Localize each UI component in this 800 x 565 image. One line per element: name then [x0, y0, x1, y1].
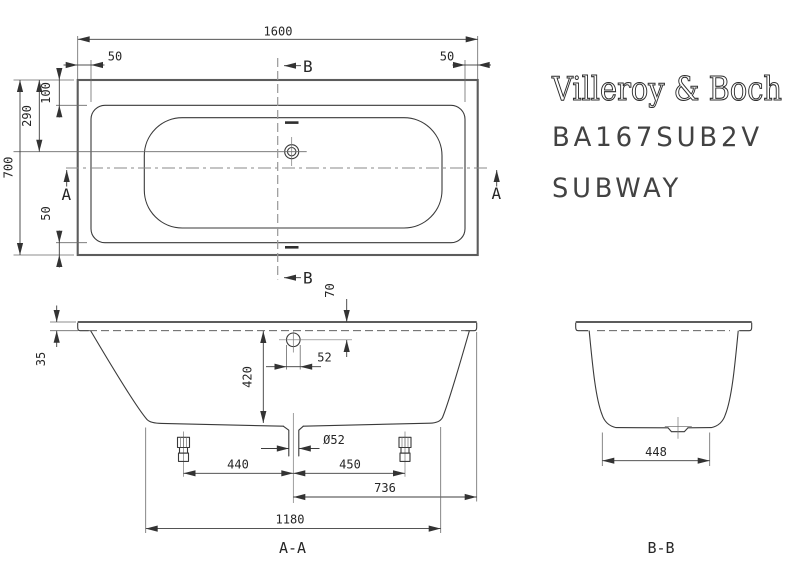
section-aa: 35 70 52 420 Ø52 440 450	[34, 283, 478, 557]
aa-rim-height-extensions	[50, 321, 78, 332]
aa-foot-right	[398, 431, 412, 477]
dim-inner-depth: 420	[241, 366, 255, 388]
dim-drain-to-end: 736	[374, 481, 396, 495]
bb-dimensions: 448	[601, 432, 711, 466]
section-bb: 448 B-B	[575, 320, 753, 557]
foot-thread-hatch	[401, 437, 409, 448]
tub-floor-edge	[143, 117, 443, 229]
aa-overflow-width-extensions	[286, 345, 301, 370]
section-a-label-right: A	[492, 184, 502, 203]
dim-length: 1600	[264, 25, 293, 39]
dim-overflow-below-rim: 70	[323, 283, 337, 297]
dim-foot-to-drain: 440	[227, 458, 249, 472]
section-b-label-bottom: B	[303, 269, 313, 288]
dim-drain-diameter: Ø52	[323, 433, 345, 447]
brand-logo: Villeroy & Boch	[551, 69, 782, 108]
series-name: SUBWAY	[552, 173, 682, 204]
aa-base-extensions	[145, 427, 442, 533]
dim-drain-to-foot: 450	[339, 458, 361, 472]
dim-base-width: 448	[645, 445, 667, 459]
foot-base	[177, 452, 190, 462]
model-number: BA167SUB2V	[552, 122, 763, 153]
bb-left-wall-and-bottom	[588, 330, 669, 429]
dim-base-length: 1180	[276, 513, 305, 527]
top-view-dimensions: 1600 50 50 700 290 100	[2, 25, 502, 288]
section-b-label-top: B	[303, 57, 313, 76]
top-view: 1600 50 50 700 290 100	[2, 25, 502, 288]
title-block: Villeroy & Boch BA167SUB2V SUBWAY	[551, 68, 783, 204]
aa-left-wall-and-bottom	[90, 330, 284, 427]
dim-overflow-width: 52	[317, 351, 331, 365]
dim-rim-right: 50	[440, 50, 454, 64]
dim-rim-top: 100	[39, 82, 53, 104]
dim-drain-from-edge: 290	[20, 105, 34, 127]
width-extension-lines	[13, 79, 74, 256]
aa-dimensions: 35 70 52 420 Ø52 440 450	[34, 283, 478, 533]
aa-rim-end-caps	[77, 322, 478, 332]
dim-rim-height: 35	[34, 352, 48, 366]
dim-rim-left: 50	[108, 50, 122, 64]
bb-right-wall-and-bottom	[687, 330, 739, 429]
length-extension-lines	[77, 36, 479, 79]
overflow-slot-mark-bottom	[285, 246, 299, 249]
foot-thread-hatch	[180, 437, 187, 448]
section-aa-label: A-A	[279, 539, 306, 557]
bb-rim-end-caps	[575, 322, 753, 332]
aa-right-wall-and-bottom	[302, 330, 470, 427]
foot-base	[399, 452, 411, 462]
section-a-label-left: A	[62, 185, 72, 204]
overflow-slot-mark-top	[285, 121, 299, 124]
aa-foot-left	[176, 431, 191, 477]
dim-width: 700	[2, 157, 16, 179]
section-bb-label: B-B	[647, 539, 674, 557]
dim-rim-bottom: 50	[39, 206, 53, 220]
